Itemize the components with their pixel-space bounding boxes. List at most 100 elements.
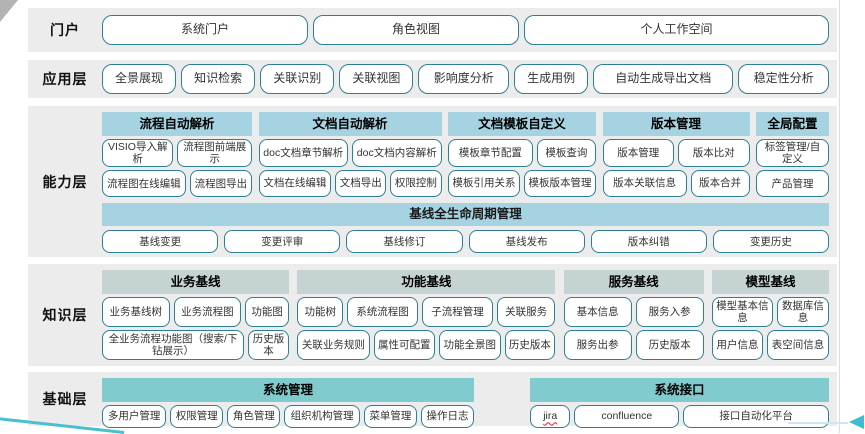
portal-button-row: 系统门户角色视图个人工作空间 bbox=[102, 15, 829, 45]
chip-button[interactable]: 多用户管理 bbox=[102, 405, 167, 428]
group-business-baseline: 业务基线 业务基线树业务流程图功能图 全业务流程功能图（搜索/下钻展示）历史版本 bbox=[102, 270, 289, 360]
right-edge-line bbox=[839, 0, 840, 433]
bottom-right-line bbox=[788, 422, 848, 424]
chip-button[interactable]: 基线发布 bbox=[468, 230, 585, 254]
chip-button[interactable]: 模板查询 bbox=[536, 139, 596, 167]
chip-button[interactable]: doc文档内容解析 bbox=[352, 139, 442, 167]
chip-button[interactable]: 属性可配置 bbox=[373, 330, 436, 360]
layer-label-foundation: 基础层 bbox=[42, 391, 88, 407]
layer-band-capability: 能力层 流程自动解析 VISIO导入解析流程图前端展示 流程图在线编辑流程图导出… bbox=[28, 106, 837, 257]
chip-button[interactable]: 历史版本 bbox=[635, 330, 704, 360]
group-header: 文档自动解析 bbox=[258, 112, 442, 136]
chip-button[interactable]: 系统门户 bbox=[102, 15, 308, 45]
group-doc-template-custom: 文档模板自定义 模板章节配置模板查询 模板引用关系模板版本管理 bbox=[448, 112, 596, 198]
knowledge-groups-row: 业务基线 业务基线树业务流程图功能图 全业务流程功能图（搜索/下钻展示）历史版本… bbox=[102, 270, 829, 360]
chip-button[interactable]: 关联识别 bbox=[260, 64, 335, 94]
chip-button[interactable]: 生成用例 bbox=[514, 64, 589, 94]
chip-button[interactable]: 版本关联信息 bbox=[602, 169, 687, 198]
chip-button[interactable]: 关联业务规则 bbox=[297, 330, 370, 360]
group-global-config: 全局配置 标签管理/自定义 产品管理 bbox=[756, 112, 829, 198]
group-version-management: 版本管理 版本管理版本比对 版本关联信息版本合并 bbox=[602, 112, 750, 198]
group-header: 模型基线 bbox=[711, 270, 829, 294]
group-header: 系统管理 bbox=[102, 378, 474, 402]
chip-button[interactable]: 关联视图 bbox=[339, 64, 414, 94]
chip-button[interactable]: 版本合并 bbox=[690, 169, 750, 198]
chip-button[interactable]: 功能树 bbox=[297, 297, 344, 327]
chip-button[interactable]: 版本比对 bbox=[678, 139, 750, 167]
chip-button[interactable]: 权限控制 bbox=[390, 169, 442, 198]
chip-button[interactable]: 功能图 bbox=[245, 297, 289, 327]
chip-button[interactable]: doc文档章节解析 bbox=[258, 139, 348, 167]
chip-button[interactable]: 接口自动化平台 bbox=[683, 405, 829, 428]
chip-button[interactable]: 流程图导出 bbox=[189, 170, 252, 198]
chip-button[interactable]: 版本管理 bbox=[602, 139, 674, 167]
chip-button[interactable]: 变更历史 bbox=[712, 230, 830, 254]
chip-button[interactable]: 标签管理/自定义 bbox=[756, 139, 829, 168]
group-system-management: 系统管理 多用户管理权限管理角色管理组织机构管理菜单管理操作日志 bbox=[102, 378, 474, 428]
chip-button[interactable]: jira bbox=[530, 405, 571, 428]
layer-band-foundation: 基础层 系统管理 多用户管理权限管理角色管理组织机构管理菜单管理操作日志 系统接… bbox=[28, 372, 837, 428]
chip-button[interactable]: 模板章节配置 bbox=[448, 139, 533, 167]
group-header: 系统接口 bbox=[530, 378, 829, 402]
chip-button[interactable]: 文档导出 bbox=[335, 169, 387, 198]
chip-button[interactable]: 子流程管理 bbox=[422, 297, 493, 327]
chip-button[interactable]: 稳定性分析 bbox=[738, 64, 829, 94]
chip-button[interactable]: 业务基线树 bbox=[102, 297, 170, 327]
layer-band-application: 应用层 全景展现知识检索关联识别关联视图影响度分析生成用例自动生成导出文档稳定性… bbox=[28, 60, 837, 98]
layer-label-application: 应用层 bbox=[42, 71, 88, 87]
chip-button[interactable]: 角色管理 bbox=[227, 405, 281, 428]
chip-button[interactable]: 系统流程图 bbox=[347, 297, 419, 327]
chip-button[interactable]: 个人工作空间 bbox=[524, 15, 829, 45]
group-header: 服务基线 bbox=[563, 270, 704, 294]
chip-button[interactable]: 关联服务 bbox=[496, 297, 556, 327]
chip-button[interactable]: 历史版本 bbox=[248, 330, 289, 360]
chip-button[interactable]: confluence bbox=[574, 405, 680, 428]
chip-button[interactable]: 版本纠错 bbox=[590, 230, 707, 254]
chip-button[interactable]: 流程图在线编辑 bbox=[102, 170, 186, 198]
chip-button[interactable]: 模型基本信息 bbox=[711, 297, 773, 327]
layer-label-capability: 能力层 bbox=[42, 173, 88, 190]
foundation-groups-row: 系统管理 多用户管理权限管理角色管理组织机构管理菜单管理操作日志 系统接口 ji… bbox=[102, 378, 829, 428]
chip-button[interactable]: 变更评审 bbox=[224, 230, 341, 254]
chip-button[interactable]: 用户信息 bbox=[711, 330, 764, 360]
chip-button[interactable]: 模板版本管理 bbox=[524, 169, 596, 198]
baseline-lifecycle-band: 基线全生命周期管理 bbox=[102, 203, 829, 227]
chip-button[interactable]: 基线修订 bbox=[346, 230, 463, 254]
chip-button[interactable]: 产品管理 bbox=[756, 170, 829, 198]
group-function-baseline: 功能基线 功能树系统流程图子流程管理关联服务 关联业务规则属性可配置功能全景图历… bbox=[297, 270, 556, 360]
left-arrow-icon bbox=[849, 415, 864, 429]
group-header: 流程自动解析 bbox=[102, 112, 252, 136]
chip-button[interactable]: 表空间信息 bbox=[767, 330, 829, 360]
chip-button[interactable]: 服务入参 bbox=[635, 297, 704, 327]
group-header: 全局配置 bbox=[756, 112, 829, 136]
chip-button[interactable]: 文档在线编辑 bbox=[258, 169, 332, 198]
chip-button[interactable]: 组织机构管理 bbox=[284, 405, 360, 428]
chip-button[interactable]: 影响度分析 bbox=[418, 64, 510, 94]
chip-button[interactable]: 知识检索 bbox=[181, 64, 256, 94]
chip-button[interactable]: 角色视图 bbox=[313, 15, 519, 45]
chip-button[interactable]: 自动生成导出文档 bbox=[593, 64, 734, 94]
chip-button[interactable]: 基本信息 bbox=[563, 297, 632, 327]
group-header: 业务基线 bbox=[102, 270, 289, 294]
chip-button[interactable]: 全景展现 bbox=[102, 64, 177, 94]
chip-button[interactable]: 权限管理 bbox=[170, 405, 224, 428]
group-header: 功能基线 bbox=[297, 270, 556, 294]
group-header: 文档模板自定义 bbox=[448, 112, 596, 136]
chip-button[interactable]: 基线变更 bbox=[102, 230, 219, 254]
chip-button[interactable]: 功能全景图 bbox=[439, 330, 501, 360]
chip-button[interactable]: VISIO导入解析 bbox=[102, 139, 174, 168]
layer-label-knowledge: 知识层 bbox=[42, 307, 88, 323]
chip-button[interactable]: 模板引用关系 bbox=[448, 169, 520, 198]
chip-button[interactable]: 操作日志 bbox=[420, 405, 474, 428]
chip-button[interactable]: 流程图前端展示 bbox=[177, 139, 252, 168]
chip-button[interactable]: 业务流程图 bbox=[173, 297, 242, 327]
chip-button[interactable]: 数据库信息 bbox=[776, 297, 829, 327]
chip-button[interactable]: 服务出参 bbox=[563, 330, 632, 360]
chip-button[interactable]: 全业务流程功能图（搜索/下钻展示） bbox=[102, 330, 245, 360]
chip-button[interactable]: 菜单管理 bbox=[363, 405, 417, 428]
chip-button[interactable]: 历史版本 bbox=[504, 330, 556, 360]
group-model-baseline: 模型基线 模型基本信息数据库信息 用户信息表空间信息 bbox=[711, 270, 829, 360]
baseline-button-row: 基线变更变更评审基线修订基线发布版本纠错变更历史 bbox=[102, 230, 830, 254]
capability-groups-row: 流程自动解析 VISIO导入解析流程图前端展示 流程图在线编辑流程图导出 文档自… bbox=[102, 112, 829, 198]
